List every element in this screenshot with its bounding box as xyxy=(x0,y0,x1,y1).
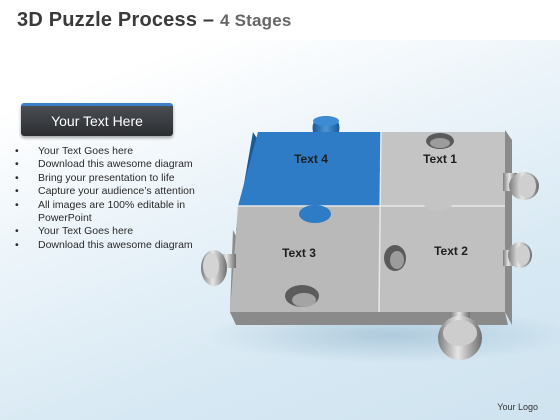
knob-right-face xyxy=(518,174,536,198)
bullet-item: Your Text Goes here xyxy=(12,225,197,239)
title-dash: – xyxy=(197,9,220,31)
notch-mid-floor xyxy=(390,251,404,269)
bullet-item: All images are 100% editable in PowerPoi… xyxy=(12,199,197,226)
piece-label-text2: Text 2 xyxy=(434,244,468,258)
knob-left-face xyxy=(203,253,219,279)
bullet-item: Download this awesome diagram xyxy=(12,158,197,172)
piece-label-text4: Text 4 xyxy=(294,152,328,166)
sidebar-header: Your Text Here xyxy=(21,103,173,136)
knob-right2-face xyxy=(516,245,530,265)
title-sub: 4 Stages xyxy=(220,11,292,30)
piece-label-text1: Text 1 xyxy=(423,152,457,166)
puzzle-side-front xyxy=(230,312,508,325)
blue-tab xyxy=(352,159,380,181)
knob-top-cap xyxy=(313,116,339,126)
puzzle-piece-top-right xyxy=(380,132,505,206)
puzzle-piece-bottom-left xyxy=(230,206,380,312)
notch-top-right-floor xyxy=(430,138,450,148)
bullet-list: Your Text Goes here Download this awesom… xyxy=(12,145,197,253)
bullet-item: Download this awesome diagram xyxy=(12,239,197,253)
tab-blue-down xyxy=(299,205,331,223)
puzzle-piece-bottom-right xyxy=(379,206,505,312)
bullet-item: Bring your presentation to life xyxy=(12,172,197,186)
footer-logo: Your Logo xyxy=(497,402,538,412)
piece-label-text3: Text 3 xyxy=(282,246,316,260)
title-main: 3D Puzzle Process xyxy=(17,9,198,31)
puzzle-seam-vertical xyxy=(378,131,382,313)
notch-bottom-floor xyxy=(292,293,316,307)
knob-bottom-face xyxy=(443,320,477,346)
puzzle-piece-top-left xyxy=(238,132,381,206)
slide-title: 3D Puzzle Process – 4 Stages xyxy=(17,9,292,32)
puzzle-side-right xyxy=(505,130,512,325)
title-bar: 3D Puzzle Process – 4 Stages xyxy=(0,0,560,40)
bullet-item: Capture your audience’s attention xyxy=(12,185,197,199)
tab-text1-down xyxy=(423,193,453,211)
bullet-item: Your Text Goes here xyxy=(12,145,197,159)
